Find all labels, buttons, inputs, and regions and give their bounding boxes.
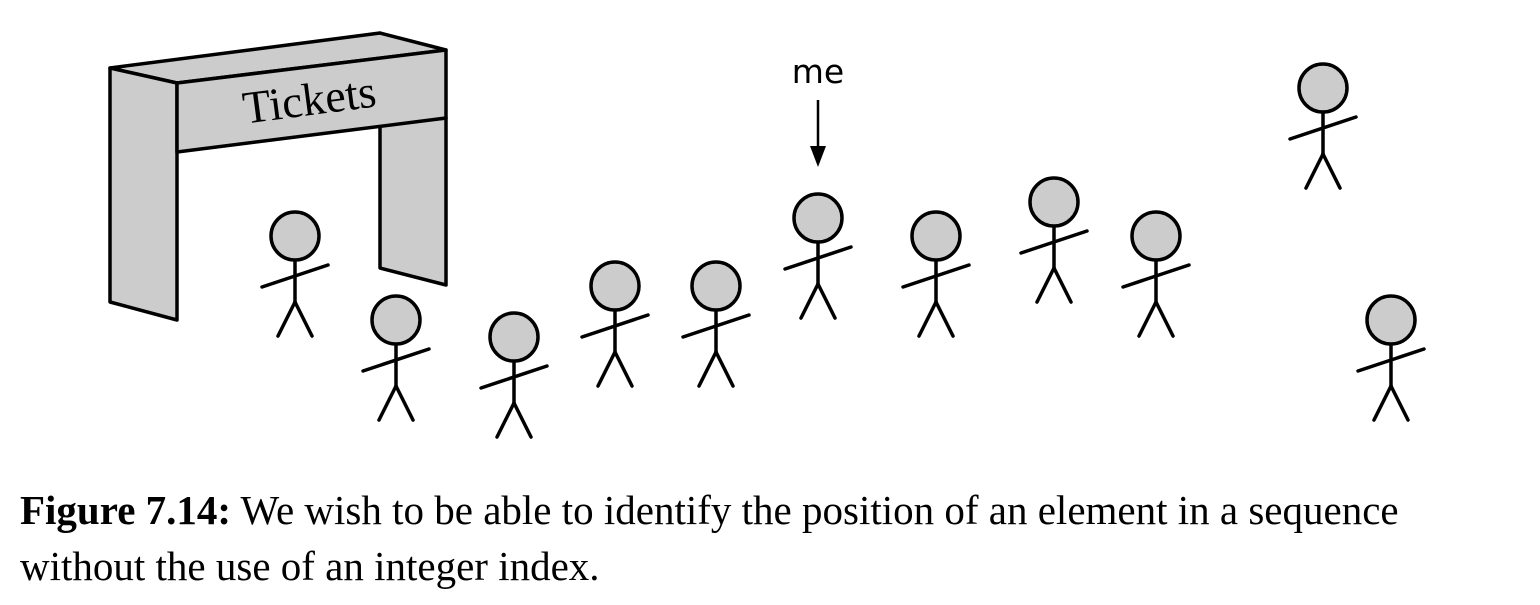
person-left-leg [697,350,718,388]
person [1356,294,1426,422]
person-left-leg [596,350,617,388]
person [901,210,971,338]
person [681,260,751,388]
person-head [1130,210,1182,262]
person-right-leg [1389,384,1410,422]
figure-caption-text: We wish to be able to identify the posit… [20,487,1399,589]
person-left-leg [1035,266,1056,304]
person-left-leg [799,282,820,320]
person-left-leg [495,401,516,439]
person-head [690,260,742,312]
person-right-leg [934,300,955,338]
person-left-leg [377,384,398,422]
person [479,311,549,439]
figure-caption-label: Figure 7.14: [20,487,232,533]
person-arms [901,263,971,289]
person-head [488,311,540,363]
person-head [1297,62,1349,114]
person [580,260,650,388]
person [1019,176,1089,304]
person [1121,210,1191,338]
person-head [910,210,962,262]
person-right-leg [1052,266,1073,304]
person-right-leg [512,401,533,439]
person-head [792,192,844,244]
person-arms [783,245,853,271]
person-left-leg [1137,300,1158,338]
person-arms [1019,229,1089,255]
person-arms [1356,347,1426,373]
person-head [1365,294,1417,346]
person-arms [361,347,431,373]
me-label: me [792,52,844,91]
queue-people [260,62,1426,439]
person-arms [1121,263,1191,289]
ticket-gate [108,31,448,322]
person-right-leg [293,300,314,338]
person-arms [681,313,751,339]
person-left-leg [917,300,938,338]
person-right-leg [714,350,735,388]
person-head [1028,176,1080,228]
gate-left-pillar-side [108,66,179,322]
person-right-leg [1154,300,1175,338]
person-arms [1288,115,1358,141]
person-left-leg [276,300,297,338]
person-me [783,192,853,320]
person-arms [580,313,650,339]
figure-caption: Figure 7.14: We wish to be able to ident… [20,482,1530,594]
person-left-leg [1372,384,1393,422]
person-arms [260,263,330,289]
person-head [269,210,321,262]
person-head [589,260,641,312]
person [260,210,330,338]
queue-diagram: Tickets me [108,31,1426,439]
person-head [370,294,422,346]
gate-crossbeam [175,48,448,154]
me-arrow [810,100,826,167]
gate-right-pillar [378,116,448,287]
person-left-leg [1304,152,1325,190]
person-right-leg [816,282,837,320]
person [1288,62,1358,190]
person-right-leg [1321,152,1342,190]
person-right-leg [394,384,415,422]
person-right-leg [613,350,634,388]
person-arms [479,364,549,390]
person [361,294,431,422]
